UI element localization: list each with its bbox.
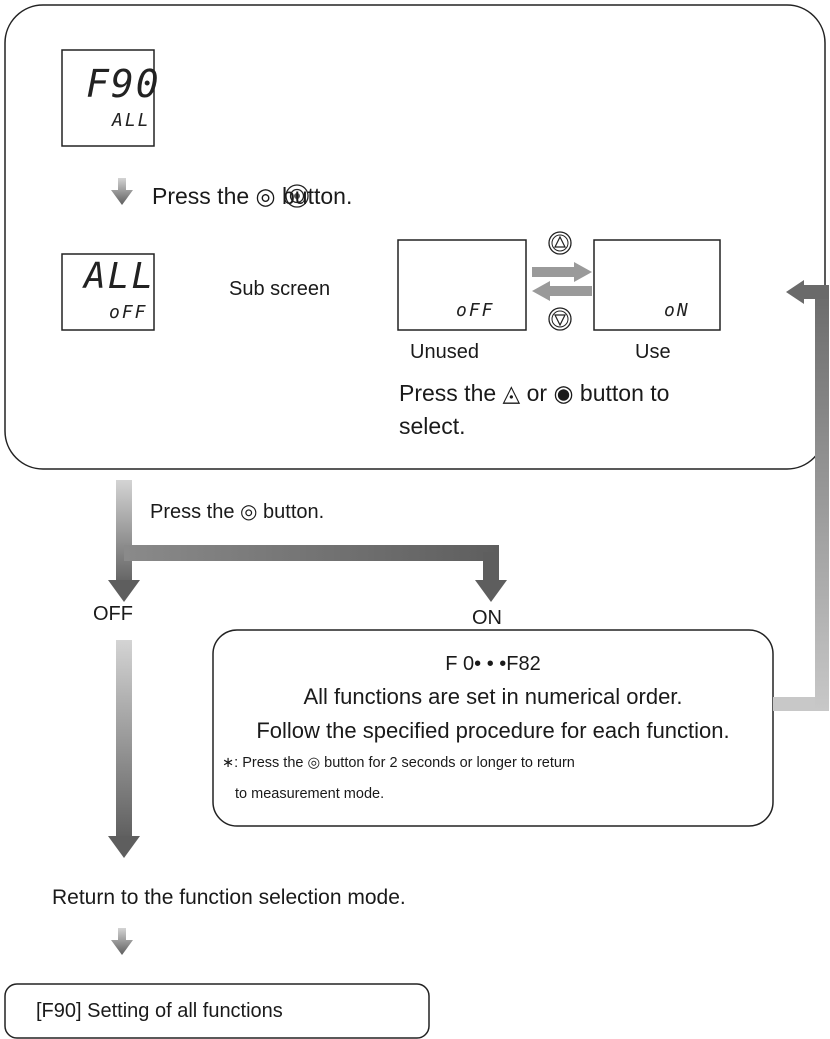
final-box-label: [F90] Setting of all functions	[36, 1000, 283, 1022]
step1-instruction: Press the ◎ button.	[152, 183, 353, 209]
display-sub-bottom: oFF	[109, 302, 148, 323]
display-main-box	[61, 49, 155, 147]
display-main-top: F90	[86, 62, 161, 106]
on-box-note-line1: ∗: Press the ◎ button for 2 seconds or l…	[222, 755, 575, 771]
step2-instruction: Press the ◎ button.	[150, 501, 325, 523]
flow-trunk	[116, 480, 132, 588]
right-arrow-icon	[532, 262, 592, 282]
up-button-icon	[548, 231, 572, 255]
branch-down	[483, 552, 499, 582]
branch-off-label: OFF	[93, 603, 133, 625]
down-arrow-icon	[111, 178, 133, 205]
down-button-icon	[548, 307, 572, 331]
return-loop-vertical	[815, 285, 829, 711]
select-instruction-line1: Press the ◬ or ◉ button to	[399, 380, 670, 406]
return-instruction: Return to the function selection mode.	[52, 886, 406, 909]
sub-screen-label: Sub screen	[229, 278, 331, 300]
down-arrow-icon	[111, 928, 133, 955]
off-flow-arrow	[116, 640, 132, 840]
on-box-line1: All functions are set in numerical order…	[303, 684, 683, 709]
settings-panel	[4, 4, 826, 470]
display-unused-value: oFF	[456, 300, 495, 321]
setting-button-icon	[285, 184, 309, 208]
display-use-box	[593, 239, 721, 331]
display-use-value: oN	[664, 300, 690, 321]
return-loop-top	[800, 285, 829, 299]
use-label: Use	[635, 341, 671, 363]
left-arrow-icon	[532, 281, 592, 301]
branch-on-label: ON	[472, 607, 502, 629]
display-unused-box	[397, 239, 527, 331]
branch-connector	[124, 545, 499, 561]
off-arrowhead	[108, 580, 140, 602]
select-instruction-line2: select.	[399, 413, 466, 439]
on-arrowhead	[475, 580, 507, 602]
on-box-note-line2: to measurement mode.	[235, 786, 385, 802]
display-main-bottom: ALL	[112, 110, 151, 131]
on-box-range: F 0• • •F82	[445, 653, 541, 675]
off-flow-arrowhead	[108, 836, 140, 858]
on-box	[212, 629, 774, 827]
return-arrowhead	[786, 280, 804, 304]
unused-label: Unused	[410, 341, 479, 363]
on-box-line2: Follow the specified procedure for each …	[256, 718, 730, 743]
display-sub-top: ALL	[84, 256, 156, 297]
final-box	[4, 983, 430, 1039]
display-sub-box	[61, 253, 155, 331]
